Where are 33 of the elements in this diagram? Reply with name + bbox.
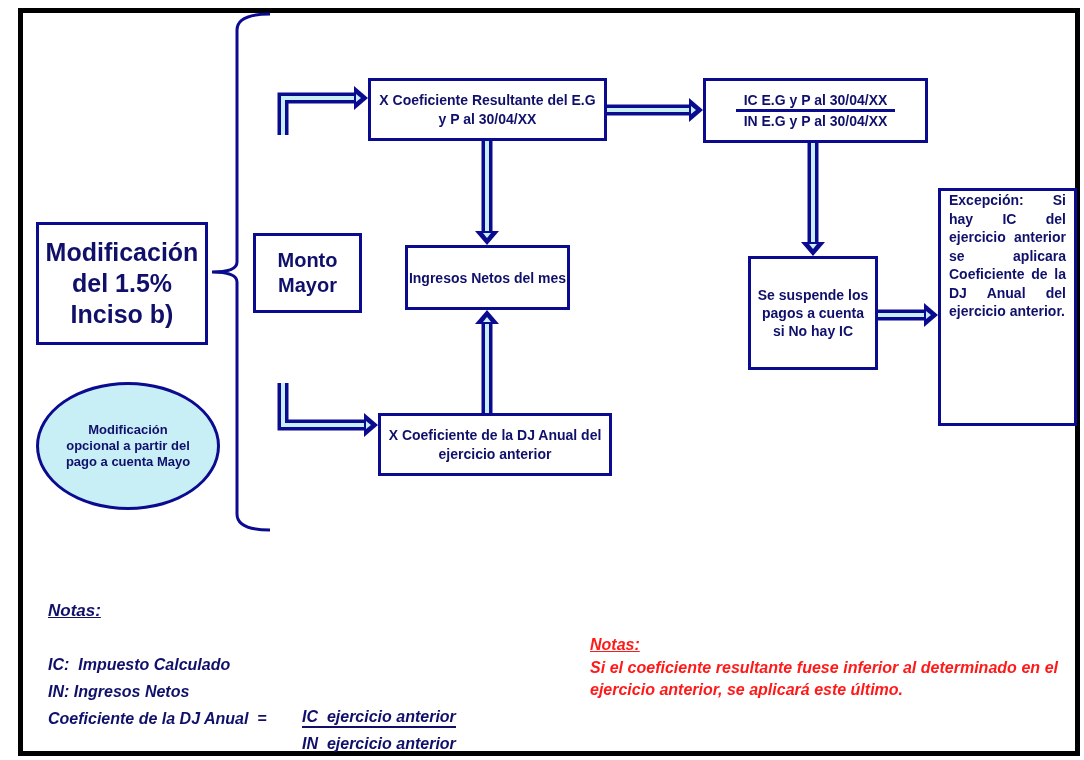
node-text: Modificación opcional a partir del pago a cuenta Mayo xyxy=(64,422,192,470)
process-box xyxy=(748,256,878,370)
formula-denominator: IN ejercicio anterior xyxy=(302,734,456,754)
node-text: IC E.G y P al 30/04/XX xyxy=(735,91,896,112)
node-text: X Coeficiente de la DJ Anual del ejercicio anterior xyxy=(387,425,603,464)
block-arrow xyxy=(878,303,938,327)
node-text: Monto Mayor xyxy=(276,248,339,298)
note-text: IC: Impuesto Calculado xyxy=(48,655,231,675)
formula-numerator: IC ejercicio anterior xyxy=(302,707,456,728)
block-arrow xyxy=(277,383,378,437)
node-text: Ingresos Netos del mes xyxy=(408,268,567,288)
node-text: X Coeficiente Resultante del E.G y P al 30/04/XX xyxy=(379,90,596,129)
process-box xyxy=(703,78,928,143)
formula-text: Coeficiente de la DJ Anual = xyxy=(48,709,267,729)
notes-heading: Notas: xyxy=(590,635,640,655)
notes-heading: Notas: xyxy=(48,600,101,622)
block-arrow xyxy=(277,86,368,135)
note-paragraph: Si el coeficiente resultante fuese inferior al determinado en el ejercicio anterior, se aplicará este último. xyxy=(590,658,1058,700)
process-box xyxy=(36,222,208,345)
block-arrow xyxy=(801,143,825,256)
node-text: IN E.G y P al 30/04/XX xyxy=(742,112,889,130)
node-text: Modificación del 1.5% Inciso b) xyxy=(44,237,200,330)
process-box xyxy=(378,413,612,476)
process-box xyxy=(938,188,1077,426)
block-arrow xyxy=(475,310,499,413)
process-box xyxy=(368,78,607,141)
process-box xyxy=(405,245,570,310)
process-box xyxy=(253,233,362,313)
node-text: Excepción: Si hay IC del ejercicio anterior se aplicara Coeficiente de la DJ Anual del ejercicio anterior. xyxy=(949,191,1066,321)
note-text: IN: Ingresos Netos xyxy=(48,682,190,702)
block-arrow xyxy=(607,98,703,122)
block-arrow xyxy=(475,141,499,245)
node-text: Se suspende los pagos a cuenta si No hay IC xyxy=(756,286,870,340)
